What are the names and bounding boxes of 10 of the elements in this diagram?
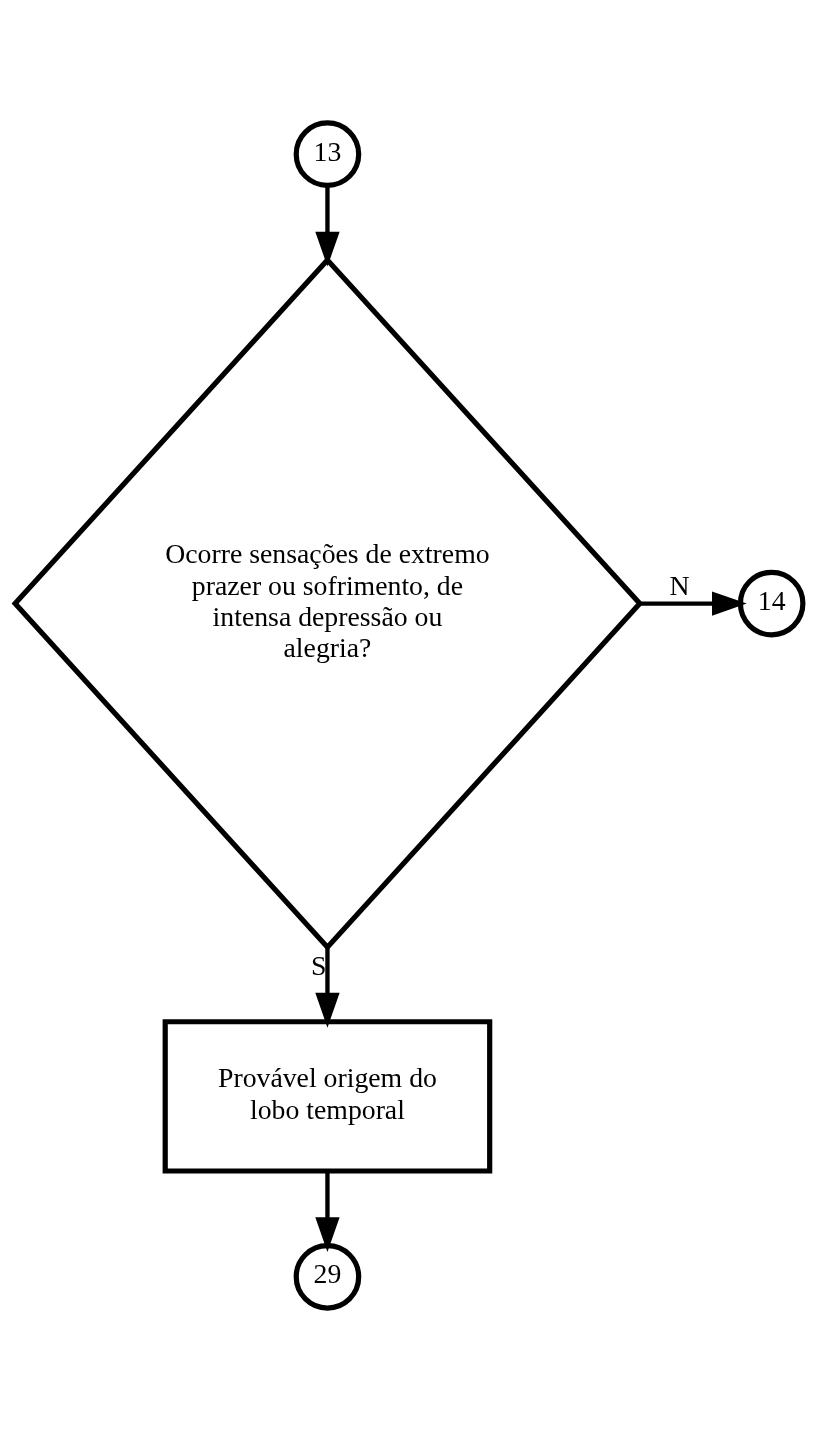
arrow [315, 1170, 340, 1252]
edge-label: S [311, 949, 327, 981]
arrow [639, 590, 747, 616]
node-circle: 29 [293, 1242, 362, 1311]
arrow [315, 946, 340, 1028]
node-circle: 14 [737, 569, 806, 637]
edge-label: N [669, 569, 690, 601]
node-box: Provável origem do lobo temporal [162, 1018, 493, 1174]
node-circle: 13 [293, 119, 362, 188]
arrow [315, 185, 340, 266]
